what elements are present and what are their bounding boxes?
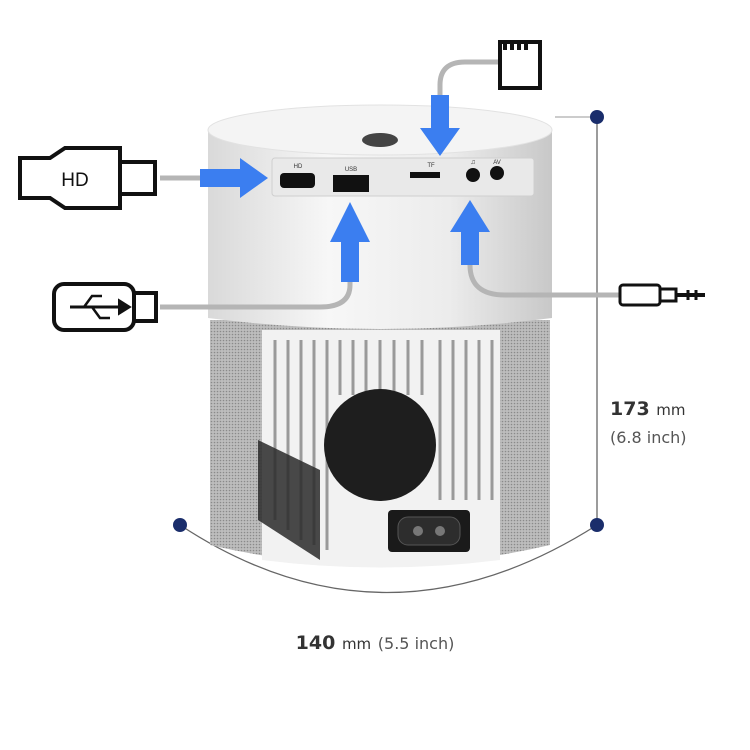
top-cap: [207, 104, 553, 156]
arrow-usb: [330, 202, 370, 282]
width-value: 140: [295, 632, 336, 654]
fan-icon: [324, 389, 436, 501]
tf-slot: [410, 172, 440, 178]
usb-cable: [160, 282, 353, 310]
height-unit: mm: [656, 401, 686, 419]
arrow-tf: [420, 95, 460, 156]
sd-card-icon: [498, 40, 542, 90]
audio-cable: [467, 264, 620, 298]
height-inch-label: (6.8 inch): [610, 428, 687, 447]
arrow-hd: [200, 158, 268, 198]
usb-port: [333, 175, 369, 192]
port-label-tf: TF: [427, 163, 435, 169]
projector-body: HD USB TF ♫ AV: [207, 104, 553, 568]
arrows: [200, 95, 490, 282]
height-value: 173: [610, 398, 650, 420]
width-dimension-label: 140 mm (5.5 inch): [0, 632, 750, 654]
lens-icon: [362, 133, 398, 147]
usb-cable-icon: [52, 282, 158, 332]
dimension-dot: [173, 518, 187, 532]
port-label-hd: HD: [294, 164, 303, 170]
left-vent-dark: [258, 440, 320, 560]
port-label-usb: USB: [345, 167, 357, 173]
hd-port: [280, 173, 315, 188]
headphone-icon: ♫: [470, 159, 475, 166]
vent-slots: [273, 340, 494, 550]
hd-cable-label: HD: [61, 170, 88, 191]
width-inch: (5.5 inch): [377, 634, 455, 653]
audio-jack-icon: [618, 283, 705, 307]
width-unit: mm: [341, 635, 372, 653]
dimension-dot: [590, 110, 604, 124]
tf-cable: [437, 59, 500, 95]
arrow-audio: [450, 200, 490, 265]
av-jack: [490, 166, 504, 180]
hd-cable-icon: [18, 146, 157, 210]
audio-jack: [466, 168, 480, 182]
port-label-av: AV: [493, 160, 501, 166]
height-dimension-label: 173 mm: [610, 398, 686, 420]
width-dimension-arc: [179, 524, 598, 594]
dimension-dot: [590, 518, 604, 532]
